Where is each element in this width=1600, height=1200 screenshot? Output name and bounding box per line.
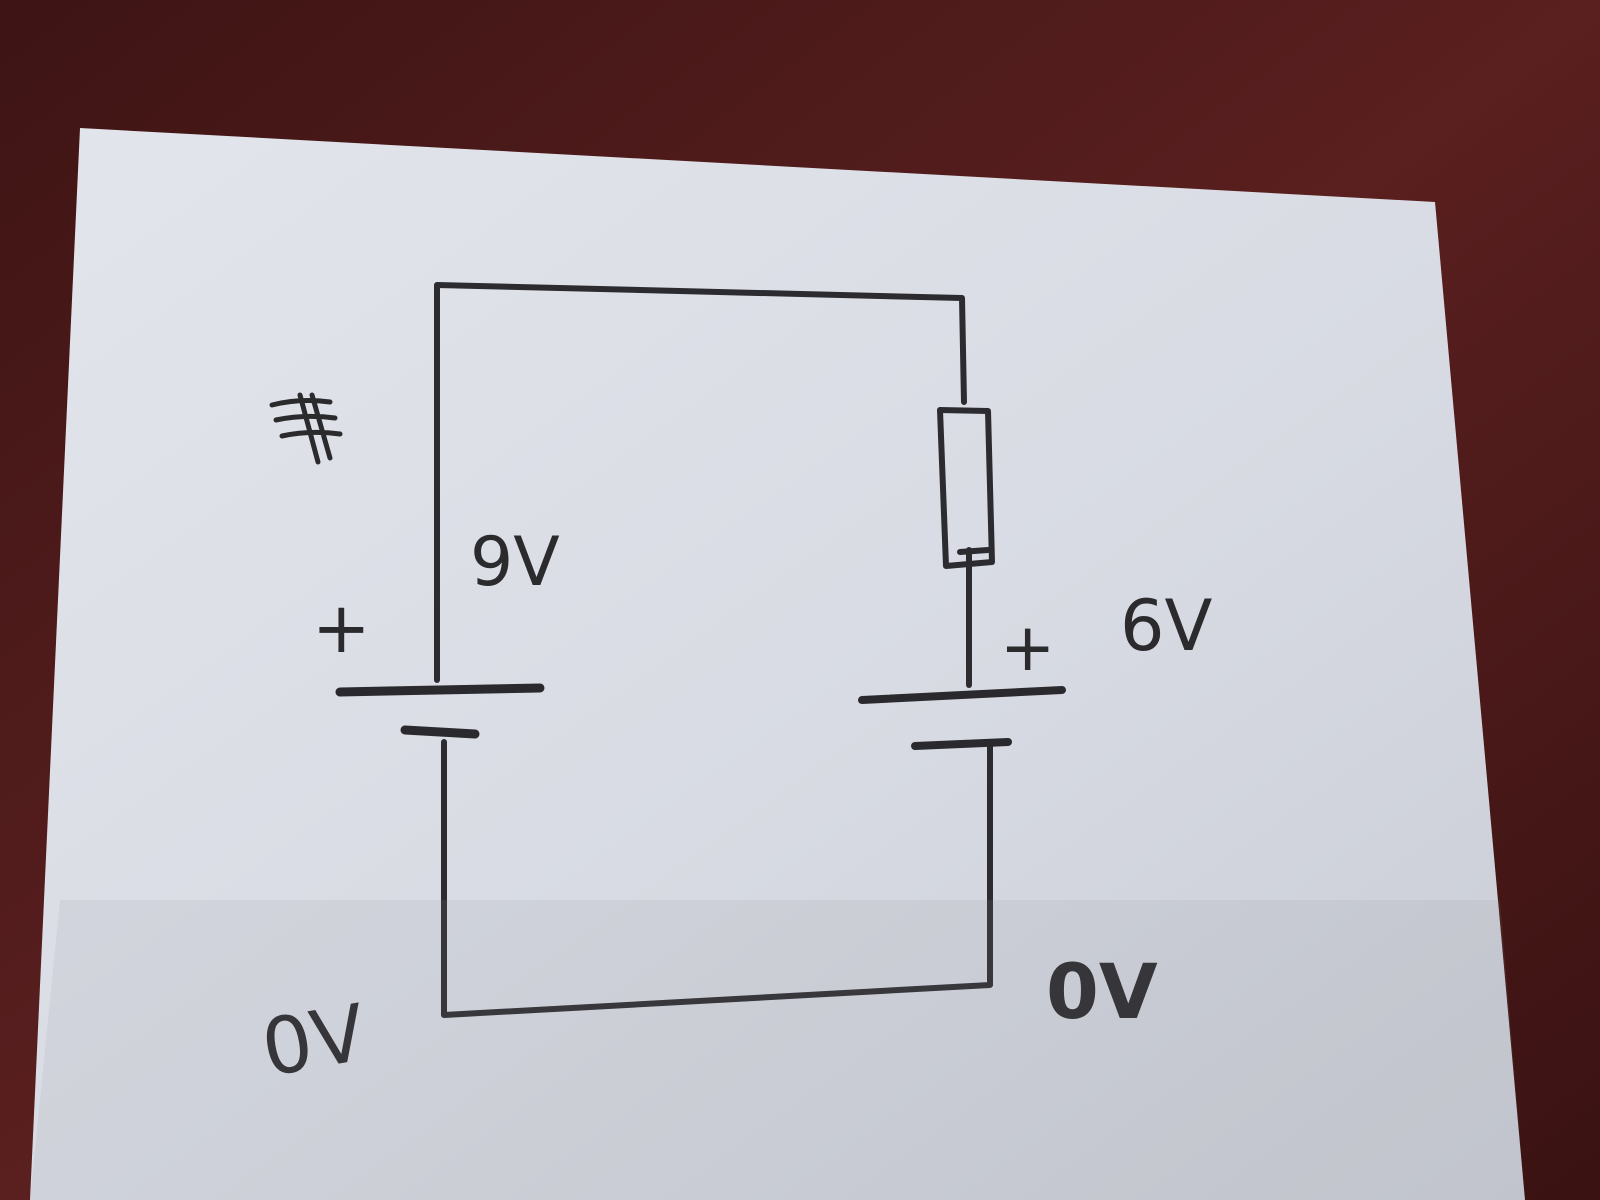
bottom-wire (441, 739, 993, 1018)
resistor (937, 407, 995, 569)
top-wire (434, 282, 967, 683)
right-battery-positive-plate (858, 686, 1066, 704)
resistor-mark (957, 547, 991, 555)
scribble-mark (269, 392, 343, 465)
right-ground-label: 0V (1046, 947, 1158, 1036)
circuit-wires (434, 282, 993, 1018)
left-battery-negative-plate (400, 725, 480, 739)
right-battery-negative-plate (911, 738, 1012, 750)
right-battery (858, 686, 1066, 750)
paper-sheet (30, 128, 1525, 1200)
left-battery-positive-plate (335, 683, 545, 697)
left-positive-label: + (312, 587, 371, 669)
left-battery (335, 683, 545, 739)
left-ground-label: 0V (255, 988, 372, 1095)
right-voltage-label: 6V (1120, 585, 1213, 667)
paper-shadow (30, 900, 1525, 1200)
right-positive-label: + (1000, 609, 1055, 686)
left-voltage-label: 9V (470, 523, 560, 602)
